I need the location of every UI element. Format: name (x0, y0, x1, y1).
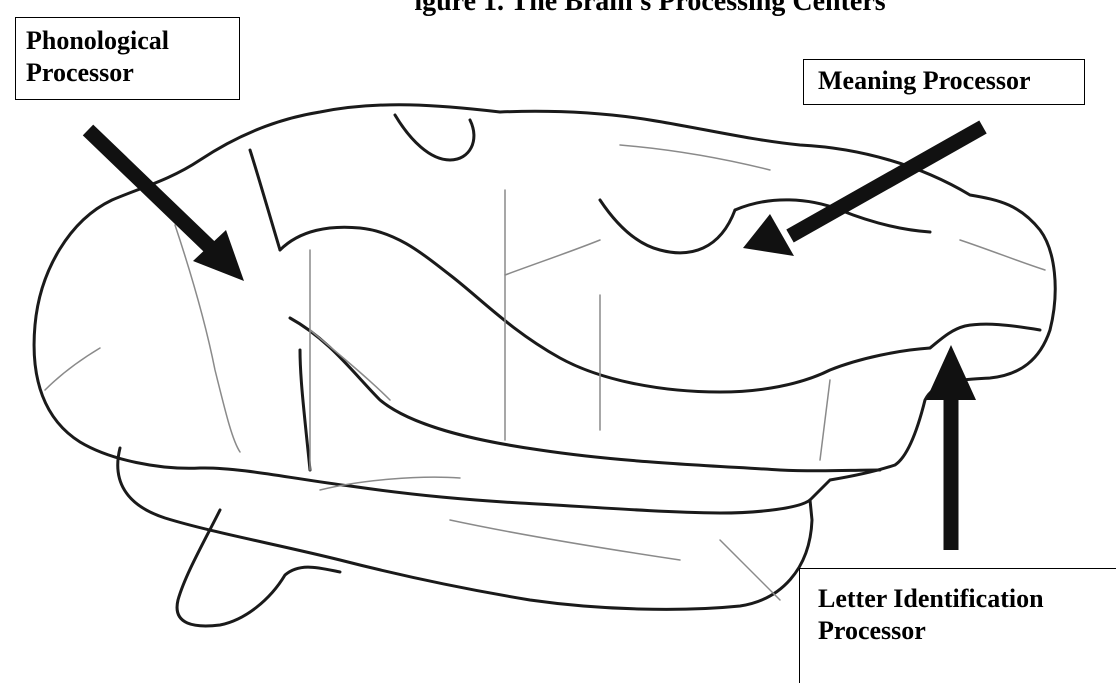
label-letter-line2: Processor (818, 615, 1101, 647)
brain-outline (34, 105, 1055, 626)
label-meaning-processor: Meaning Processor (803, 59, 1085, 105)
brain-faint-lines (45, 145, 1045, 600)
arrow-meaning (743, 127, 983, 256)
label-letter-identification-processor: Letter Identification Processor (799, 568, 1116, 683)
label-meaning-text: Meaning Processor (818, 65, 1070, 97)
label-phonological-processor: Phonological Processor (15, 17, 240, 100)
label-phonological-line1: Phonological (26, 25, 229, 57)
arrow-phonological (88, 130, 244, 281)
label-letter-line1: Letter Identification (818, 583, 1101, 615)
arrow-letter-identification (926, 345, 976, 550)
label-phonological-line2: Processor (26, 57, 229, 89)
